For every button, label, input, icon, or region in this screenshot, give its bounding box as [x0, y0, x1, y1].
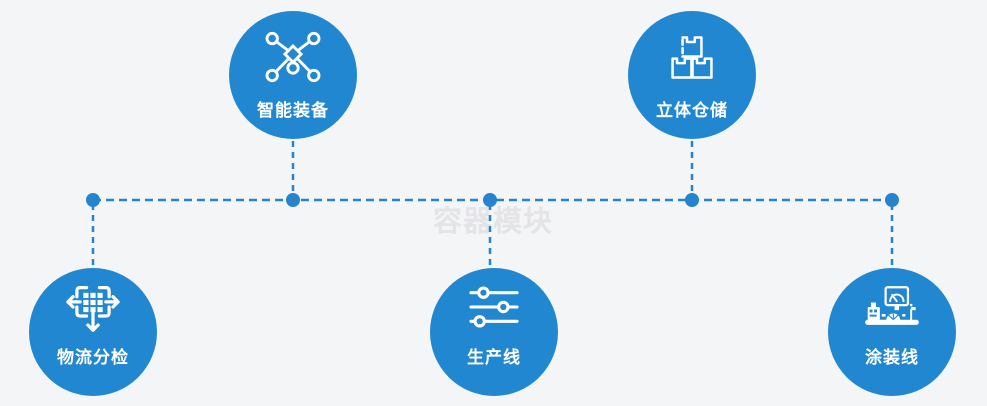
node-warehouse[interactable]: 立体仓储	[628, 11, 756, 139]
watermark-text: 容器模块	[433, 206, 554, 238]
node-production-line[interactable]: 生产线	[430, 268, 558, 396]
node-painting-line[interactable]: 涂装线	[828, 268, 956, 396]
sliders-icon	[430, 281, 558, 333]
network-nodes-icon	[229, 31, 357, 83]
junction-dot	[885, 193, 899, 207]
node-label: 立体仓储	[656, 101, 728, 120]
node-label: 智能装备	[257, 101, 329, 120]
node-label: 涂装线	[865, 348, 919, 367]
node-smart-equipment[interactable]: 智能装备	[229, 11, 357, 139]
junction-dot	[286, 193, 300, 207]
node-label: 生产线	[467, 348, 521, 367]
stacked-boxes-icon	[628, 31, 756, 83]
junction-dot	[685, 193, 699, 207]
node-label: 物流分检	[57, 348, 129, 367]
sort-distribute-icon	[29, 281, 157, 333]
junction-dot	[86, 193, 100, 207]
control-station-icon	[828, 281, 956, 333]
node-logistics-sorting[interactable]: 物流分检	[29, 268, 157, 396]
junction-dot	[483, 193, 497, 207]
